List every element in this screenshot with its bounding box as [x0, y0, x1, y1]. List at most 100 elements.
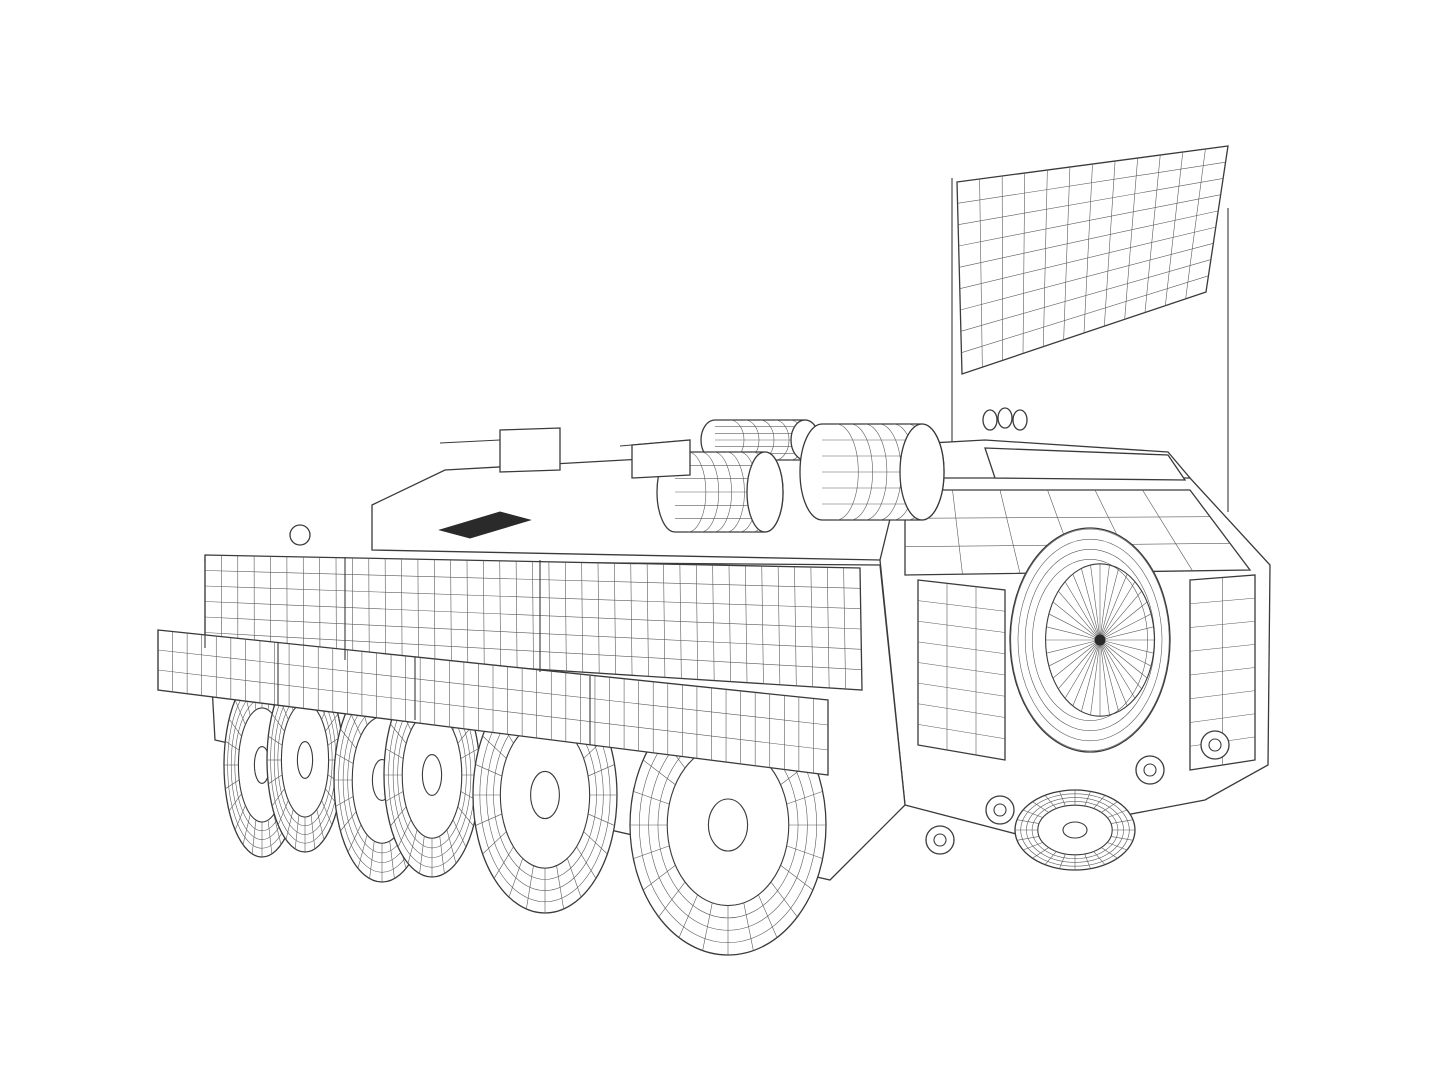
- tread-line: [369, 841, 375, 879]
- tread-line: [316, 809, 325, 840]
- wire-line: [1185, 148, 1206, 299]
- rim-spoke: [1046, 626, 1101, 641]
- tread-line: [567, 858, 582, 898]
- smoke-launcher: [982, 409, 998, 431]
- tread-line: [389, 841, 395, 879]
- wire-line: [959, 210, 1219, 268]
- rim-spoke: [1099, 639, 1128, 707]
- tread-line: [271, 713, 285, 732]
- gun-mount-left: [499, 427, 561, 473]
- wire-line: [957, 161, 1226, 204]
- smoke-launcher: [997, 407, 1013, 429]
- wire-line: [961, 275, 1209, 353]
- tread-line: [407, 829, 418, 864]
- tread-line: [475, 764, 503, 777]
- rim-spoke: [1052, 601, 1101, 641]
- rim-spoke: [1099, 573, 1128, 641]
- wire-line: [999, 489, 1021, 574]
- wire-line: [917, 724, 1006, 740]
- flag-cloth: [956, 145, 1229, 375]
- rear-hatch: [984, 447, 1187, 481]
- rim-spoke: [1099, 639, 1148, 679]
- tread-line: [419, 836, 425, 874]
- tread-line: [234, 805, 246, 831]
- wire-line: [917, 641, 1006, 655]
- tread-line: [475, 813, 503, 826]
- wire-line: [204, 570, 861, 589]
- tread-line: [1016, 819, 1040, 824]
- wire-line: [1124, 157, 1138, 320]
- wire-line: [960, 259, 1211, 332]
- wire-line: [979, 178, 983, 368]
- tow-hook: [1135, 755, 1165, 785]
- tread-line: [273, 814, 282, 845]
- wire-line: [1189, 644, 1256, 652]
- tread-line: [770, 881, 798, 918]
- wire-line: [1189, 620, 1256, 628]
- tread-line: [385, 791, 404, 802]
- wire-line: [1104, 160, 1116, 327]
- tread-line: [225, 740, 240, 751]
- tread-line: [633, 791, 670, 805]
- rim-spoke: [1090, 639, 1101, 716]
- tread-line: [1093, 851, 1106, 865]
- tread-line: [340, 728, 357, 749]
- wire-line: [960, 243, 1214, 311]
- wire-line: [958, 178, 1224, 225]
- wire-line: [1144, 154, 1161, 313]
- roof-equipment: [289, 407, 1028, 546]
- wire-line: [952, 489, 963, 575]
- wire-line: [204, 585, 861, 609]
- tread-line: [1016, 836, 1040, 841]
- rim-spoke: [1058, 639, 1101, 690]
- tread-line: [678, 894, 698, 938]
- rim-spoke: [1064, 639, 1101, 699]
- tread-line: [702, 902, 713, 951]
- tread-line: [228, 718, 242, 737]
- tread-line: [277, 800, 289, 826]
- spare-hub: [1094, 634, 1106, 646]
- tread-line: [347, 824, 362, 853]
- tread-ring: [1017, 538, 1163, 742]
- rim-spoke: [1099, 639, 1110, 716]
- tread-line: [460, 748, 479, 759]
- tread-line: [587, 813, 615, 826]
- wire-line: [1083, 163, 1093, 334]
- tread-line: [1059, 853, 1066, 869]
- gun-mount-right: [631, 439, 691, 479]
- tread-line: [457, 806, 474, 827]
- smoke-launcher: [1012, 409, 1028, 431]
- tread-line: [1084, 791, 1091, 807]
- wire-line: [917, 662, 1006, 676]
- wire-line: [1043, 169, 1048, 347]
- tread-line: [385, 748, 404, 759]
- tread-line: [1022, 809, 1043, 818]
- wire-line: [917, 620, 1006, 633]
- tread-line: [1107, 809, 1128, 818]
- wire-line: [917, 600, 1006, 612]
- tow-hook: [925, 825, 955, 855]
- rim-spoke: [1046, 639, 1101, 654]
- wheel-hub: [421, 754, 443, 796]
- tread-line: [439, 836, 445, 874]
- tread-line: [1059, 791, 1066, 807]
- tread-line: [340, 811, 357, 832]
- tread-line: [321, 800, 333, 826]
- wire-line: [1189, 597, 1256, 605]
- tread-line: [357, 834, 368, 869]
- tread-line: [285, 809, 294, 840]
- roof-vent-hatch: [438, 511, 532, 539]
- tread-line: [225, 779, 240, 790]
- tread-line: [556, 865, 564, 910]
- wire-line: [958, 194, 1221, 247]
- tread-line: [335, 796, 354, 807]
- rim-spoke: [1099, 639, 1119, 712]
- rim-spoke: [1064, 581, 1101, 641]
- tread-line: [482, 735, 507, 759]
- rim-spoke: [1072, 573, 1101, 641]
- wheel-hub: [296, 741, 314, 779]
- tread-line: [251, 820, 257, 854]
- tread-line: [758, 894, 778, 938]
- wire-line: [204, 601, 862, 630]
